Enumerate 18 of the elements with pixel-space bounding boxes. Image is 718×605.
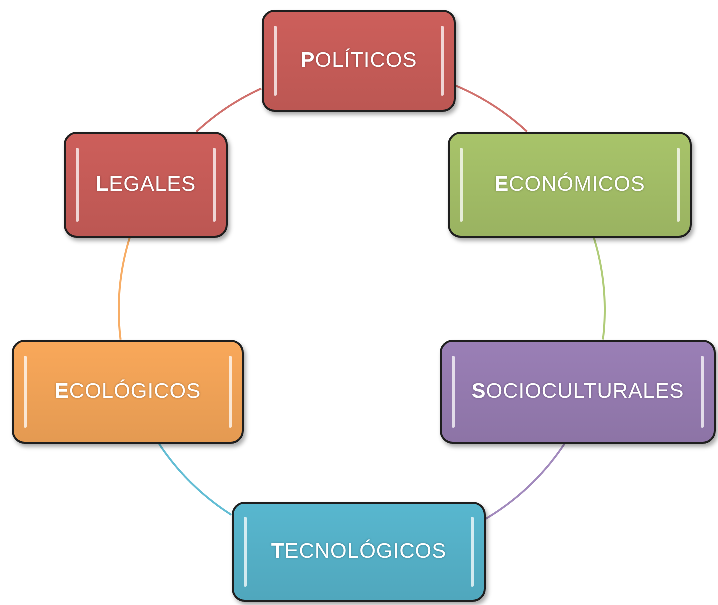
category-box bbox=[12, 340, 244, 444]
category-box bbox=[448, 132, 692, 238]
category-label: SOCIOCULTURALES bbox=[472, 380, 684, 404]
category-box bbox=[262, 10, 456, 112]
category-box bbox=[232, 502, 486, 602]
connector-arc bbox=[456, 85, 528, 133]
category-box bbox=[64, 132, 228, 238]
category-label: POLÍTICOS bbox=[300, 49, 418, 73]
connector-arc bbox=[485, 444, 566, 520]
connector-arc bbox=[158, 443, 232, 516]
category-label: TECNOLÓGICOS bbox=[271, 540, 447, 564]
connector-arc bbox=[196, 88, 263, 133]
connector-arc bbox=[593, 238, 606, 340]
category-box bbox=[440, 340, 716, 444]
category-label: LEGALES bbox=[96, 173, 196, 197]
category-label: ECOLÓGICOS bbox=[54, 380, 202, 404]
connector-arc bbox=[118, 237, 131, 340]
category-label: ECONÓMICOS bbox=[494, 173, 646, 197]
